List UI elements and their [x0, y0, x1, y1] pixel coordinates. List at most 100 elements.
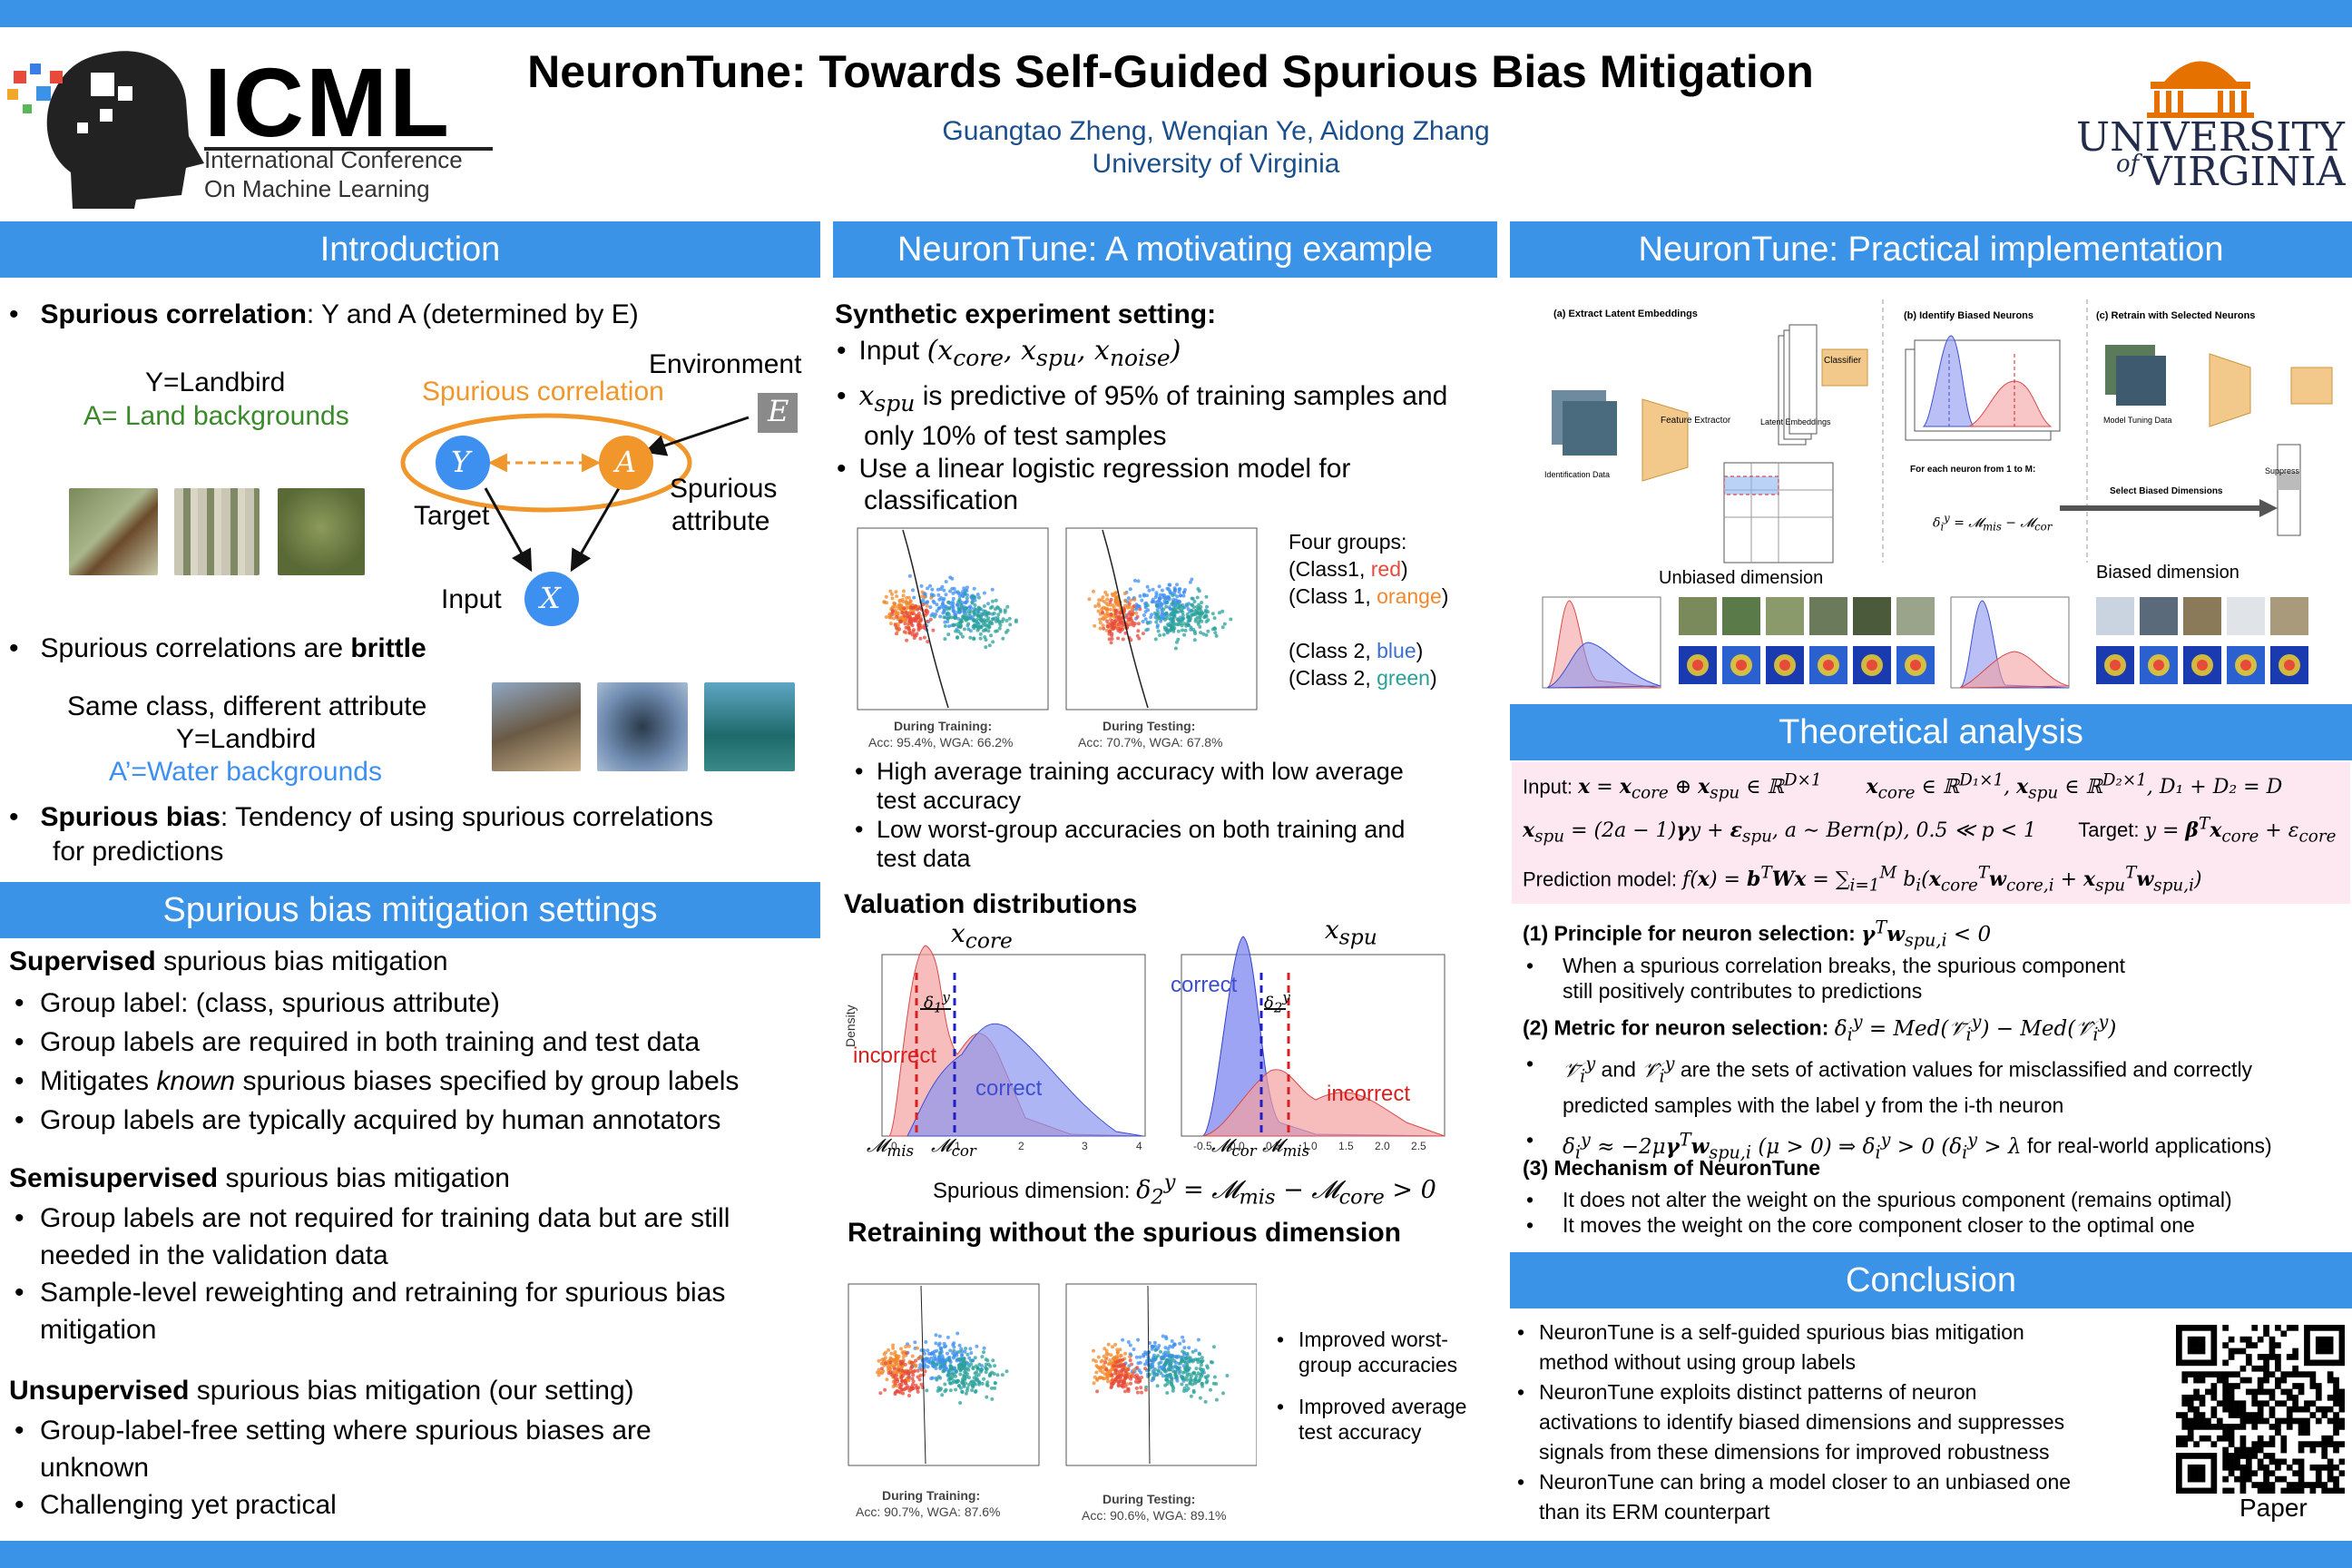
- list-item: •Improved worst-: [1277, 1328, 1448, 1351]
- list-item-cont: needed in the validation data: [40, 1240, 388, 1270]
- list-item-cont: than its ERM counterpart: [1539, 1500, 1770, 1524]
- a-land-label: A= Land backgrounds: [83, 401, 349, 431]
- semisupervised-title: Semisupervised spurious bias mitigation: [9, 1163, 510, 1193]
- settings-heading: Spurious bias mitigation settings: [0, 882, 820, 938]
- model-tuning-data-label: Model Tuning Data: [2103, 416, 2172, 425]
- list-item: Mitigates known spurious biases specifie…: [9, 1062, 739, 1101]
- uva-line2: VIRGINIA: [2143, 149, 2346, 195]
- svg-text:0.0: 0.0: [1230, 1140, 1245, 1152]
- intro-heading: Introduction: [0, 221, 820, 278]
- scatter-training-testing: [857, 527, 1258, 710]
- classifier-label: Classifier: [1824, 356, 1862, 366]
- biased-dim-label: Biased dimension: [2096, 563, 2239, 583]
- list-item: •NeuronTune exploits distinct patterns o…: [1517, 1380, 1977, 1404]
- groups-title: Four groups:: [1289, 530, 1407, 554]
- supervised-title: Supervised spurious bias mitigation: [9, 946, 448, 976]
- spurious-dimension-eq: Spurious dimension: δ2y = 𝓜mis − 𝓜core >…: [933, 1171, 1436, 1210]
- step-b-label: (b) Identify Biased Neurons: [1904, 310, 2034, 321]
- list-item: •Sample-level reweighting and retraining…: [15, 1278, 726, 1308]
- bottom-bar: [0, 1541, 2352, 1568]
- svg-text:Density: Density: [844, 1004, 858, 1047]
- setting-xspu-cont: only 10% of test samples: [864, 421, 1167, 451]
- observations-list: •High average training accuracy with low…: [851, 757, 1405, 873]
- spurious-attr-label2: attribute: [671, 506, 770, 536]
- unsupervised-list: •Group-label-free setting where spurious…: [9, 1412, 652, 1524]
- same-class-label: Same class, different attribute: [67, 691, 427, 721]
- xcore-label: xcore: [951, 918, 1013, 954]
- node-e: [758, 393, 798, 433]
- dimension-examples: [1542, 596, 2308, 689]
- affiliation: University of Virginia: [1092, 149, 1340, 179]
- y-landbird-label: Y=Landbird: [145, 368, 286, 397]
- retrain-train-acc: Acc: 90.7%, WGA: 87.6%: [856, 1504, 1001, 1519]
- retrain-train-caption: During Training:: [882, 1488, 981, 1503]
- y-landbird2-label: Y=Landbird: [176, 724, 317, 754]
- theory-xspu: xspu = (2a − 1)γy + εspu, a ∼ Bern(p), 0…: [1523, 815, 2337, 847]
- list-item: Group label: (class, spurious attribute): [9, 984, 739, 1023]
- list-item: •Challenging yet practical: [15, 1490, 337, 1520]
- setting-xspu: •xspu is predictive of 95% of training s…: [837, 380, 1448, 416]
- setting-linear-cont: classification: [864, 485, 1019, 515]
- list-item-cont: signals from these dimensions for improv…: [1539, 1440, 2050, 1464]
- bird-image: [278, 488, 365, 575]
- list-item: •When a spurious correlation breaks, the…: [1526, 954, 2126, 977]
- list-item-cont: still positively contributes to predicti…: [1563, 979, 1923, 1003]
- delta2-label: δ2y: [1264, 989, 1290, 1016]
- svg-text:2.0: 2.0: [1375, 1140, 1390, 1152]
- list-item: •Group-label-free setting where spurious…: [15, 1416, 652, 1446]
- step-c-label: (c) Retrain with Selected Neurons: [2096, 310, 2256, 321]
- m-labels-left: 𝓜mis 𝓜cor: [867, 1134, 976, 1160]
- list-item: •NeuronTune is a self-guided spurious bi…: [1517, 1320, 2024, 1344]
- node-e-label: E: [768, 394, 789, 428]
- node-y: [436, 436, 490, 490]
- input-label: Input: [441, 584, 502, 614]
- list-item: Group labels are required in both traini…: [9, 1023, 739, 1062]
- supervised-list: Group label: (class, spurious attribute)…: [9, 984, 739, 1140]
- qr-code[interactable]: [2176, 1325, 2345, 1494]
- environment-label: Environment: [649, 349, 802, 379]
- spurious-correlation-label: Spurious correlation: [422, 377, 664, 407]
- framework-diagram: [1552, 299, 2333, 564]
- list-item-cont: test accuracy: [877, 787, 1022, 814]
- target-label: Target: [414, 501, 490, 531]
- test-caption: During Testing:: [1102, 719, 1196, 733]
- intro-bullet3: •Spurious bias: Tendency of using spurio…: [9, 802, 713, 832]
- list-item-cont: method without using group labels: [1539, 1350, 1857, 1374]
- list-item-cont: unknown: [40, 1453, 150, 1483]
- principle-title: (1) Principle for neuron selection: γTws…: [1523, 916, 1992, 951]
- bird-image: [174, 488, 260, 575]
- list-item: •Low worst-group accuracies on both trai…: [855, 816, 1406, 843]
- svg-text:4: 4: [1136, 1140, 1142, 1152]
- list-item: •High average training accuracy with low…: [855, 758, 1404, 785]
- list-item: •Improved average: [1277, 1395, 1467, 1418]
- test-acc: Acc: 70.7%, WGA: 67.8%: [1078, 735, 1223, 750]
- practical-heading: NeuronTune: Practical implementation: [1510, 221, 2352, 278]
- theory-prediction: Prediction model: f(x) = bTWx = ∑i=1M bi…: [1523, 864, 2202, 896]
- conf-line2: On Machine Learning: [204, 175, 430, 202]
- list-item-cont: predicted samples with the label y from …: [1563, 1093, 2064, 1118]
- incorrect-label: incorrect: [853, 1044, 937, 1068]
- spurious-ellipse: [400, 413, 692, 513]
- node-y-label: Y: [451, 445, 471, 479]
- list-item: •It moves the weight on the core compone…: [1526, 1213, 2195, 1237]
- retrain-test-caption: During Testing:: [1102, 1492, 1196, 1506]
- theory-heading: Theoretical analysis: [1510, 704, 2352, 760]
- retrain-title: Retraining without the spurious dimensio…: [848, 1218, 1402, 1248]
- xspu-label: xspu: [1325, 915, 1377, 950]
- list-item: •It does not alter the weight on the spu…: [1526, 1188, 2232, 1211]
- node-x: [524, 572, 579, 626]
- train-caption: During Training:: [894, 719, 993, 733]
- setting-title: Synthetic experiment setting:: [835, 299, 1217, 329]
- icml-rule: [204, 147, 493, 151]
- group-1: (Class1, red): [1289, 557, 1408, 581]
- list-item: •𝒱̄iy and 𝒱̂iy are the sets of activatio…: [1526, 1052, 2253, 1087]
- list-item-cont: group accuracies: [1298, 1353, 1458, 1377]
- scatter-retrain: [848, 1283, 1257, 1466]
- identification-data-label: Identification Data: [1544, 470, 1611, 479]
- list-item-cont: mitigation: [40, 1315, 157, 1345]
- group-2: (Class 1, orange): [1289, 584, 1449, 608]
- valuation-title: Valuation distributions: [844, 889, 1138, 919]
- groups-legend: Four groups: (Class1, red) (Class 1, ora…: [1289, 528, 1448, 691]
- list-item: •NeuronTune can bring a model closer to …: [1517, 1470, 2072, 1494]
- spurious-attr-label1: Spurious: [670, 474, 778, 504]
